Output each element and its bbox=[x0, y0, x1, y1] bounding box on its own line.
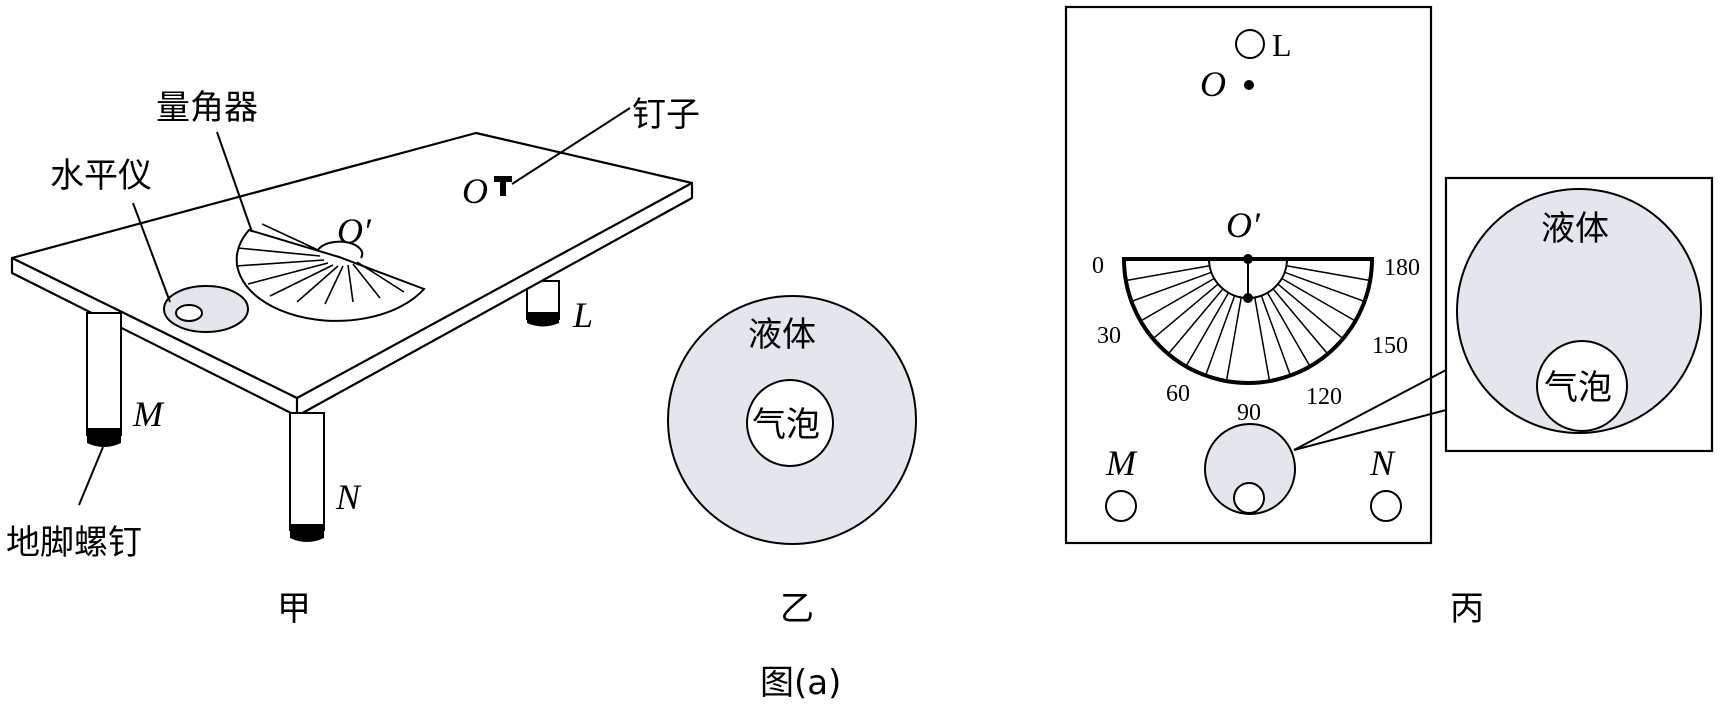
scale-label-30: 30 bbox=[1097, 323, 1121, 349]
scale-label-0: 0 bbox=[1092, 253, 1104, 279]
caption-yi: 乙 bbox=[780, 589, 814, 629]
label-bubble: 气泡 bbox=[752, 405, 820, 445]
protractor-tick bbox=[1140, 277, 1215, 322]
label-leg-l: L bbox=[572, 295, 593, 335]
label-protractor: 量角器 bbox=[156, 88, 258, 128]
scale-label-60: 60 bbox=[1166, 381, 1190, 407]
label-point-o-prime: O′ bbox=[1226, 205, 1261, 245]
label-foot-screw: 地脚螺钉 bbox=[6, 523, 142, 563]
caption-jia: 甲 bbox=[277, 589, 311, 629]
protractor-tick bbox=[1167, 288, 1224, 355]
scale-label-150: 150 bbox=[1372, 333, 1408, 359]
inset-label-liquid: 液体 bbox=[1541, 209, 1609, 249]
label-liquid: 液体 bbox=[748, 315, 816, 355]
label-point-o: O bbox=[1200, 64, 1226, 104]
label-level: 水平仪 bbox=[50, 156, 152, 196]
label-hole-l: L bbox=[1272, 27, 1292, 63]
nail-icon bbox=[494, 176, 512, 196]
hole-n bbox=[1370, 490, 1402, 522]
protractor-tick bbox=[1204, 295, 1236, 376]
protractor bbox=[235, 223, 426, 322]
hole-m bbox=[1105, 490, 1137, 522]
leg-m bbox=[86, 312, 122, 447]
protractor-tick bbox=[1225, 297, 1242, 382]
scale-label-120: 120 bbox=[1306, 384, 1342, 410]
protractor-tick bbox=[1266, 292, 1311, 367]
protractor-tick bbox=[1272, 288, 1329, 355]
spirit-level bbox=[163, 285, 249, 333]
point-o bbox=[1244, 80, 1254, 90]
protractor-tick bbox=[1131, 271, 1212, 303]
figure-caption: 图(a) bbox=[760, 663, 841, 703]
protractor-scale bbox=[1121, 254, 1375, 385]
protractor-tick bbox=[1260, 295, 1292, 376]
protractor-tick bbox=[1284, 271, 1365, 303]
scale-label-180: 180 bbox=[1384, 255, 1420, 281]
protractor-tick bbox=[1277, 283, 1344, 340]
label-leg-n: N bbox=[335, 477, 362, 517]
hole-l bbox=[1235, 29, 1265, 59]
label-point-o-prime: O′ bbox=[337, 211, 372, 251]
label-nail: 钉子 bbox=[632, 95, 700, 135]
magnified-inset: 液体 气泡 bbox=[1293, 176, 1714, 453]
label-leg-m: M bbox=[132, 394, 165, 434]
spirit-level-small bbox=[1204, 423, 1296, 515]
caption-bing: 丙 bbox=[1450, 589, 1484, 629]
protractor-tick bbox=[1286, 265, 1371, 282]
protractor-tick bbox=[1125, 265, 1210, 282]
panel-yi: 液体 气泡 乙 bbox=[667, 295, 917, 629]
label-hole-n: N bbox=[1369, 443, 1396, 483]
bubble-circle bbox=[746, 379, 834, 467]
leg-n bbox=[289, 412, 325, 542]
protractor-tick bbox=[1185, 292, 1230, 367]
protractor-tick bbox=[1254, 297, 1271, 382]
label-hole-m: M bbox=[1105, 443, 1138, 483]
protractor-tick bbox=[1281, 277, 1356, 322]
panel-bing: L O O′ 0 30 60 90 120 150 180 M N bbox=[1064, 5, 1714, 629]
scale-label-90: 90 bbox=[1237, 400, 1261, 426]
leg-l bbox=[526, 280, 560, 327]
label-point-o: O bbox=[462, 171, 488, 211]
panel-jia: 量角器 钉子 水平仪 地脚螺钉 O O′ L M N 甲 bbox=[6, 88, 700, 629]
protractor-tick bbox=[1152, 283, 1219, 340]
inset-label-bubble: 气泡 bbox=[1544, 368, 1612, 408]
leader-lines bbox=[78, 107, 631, 506]
